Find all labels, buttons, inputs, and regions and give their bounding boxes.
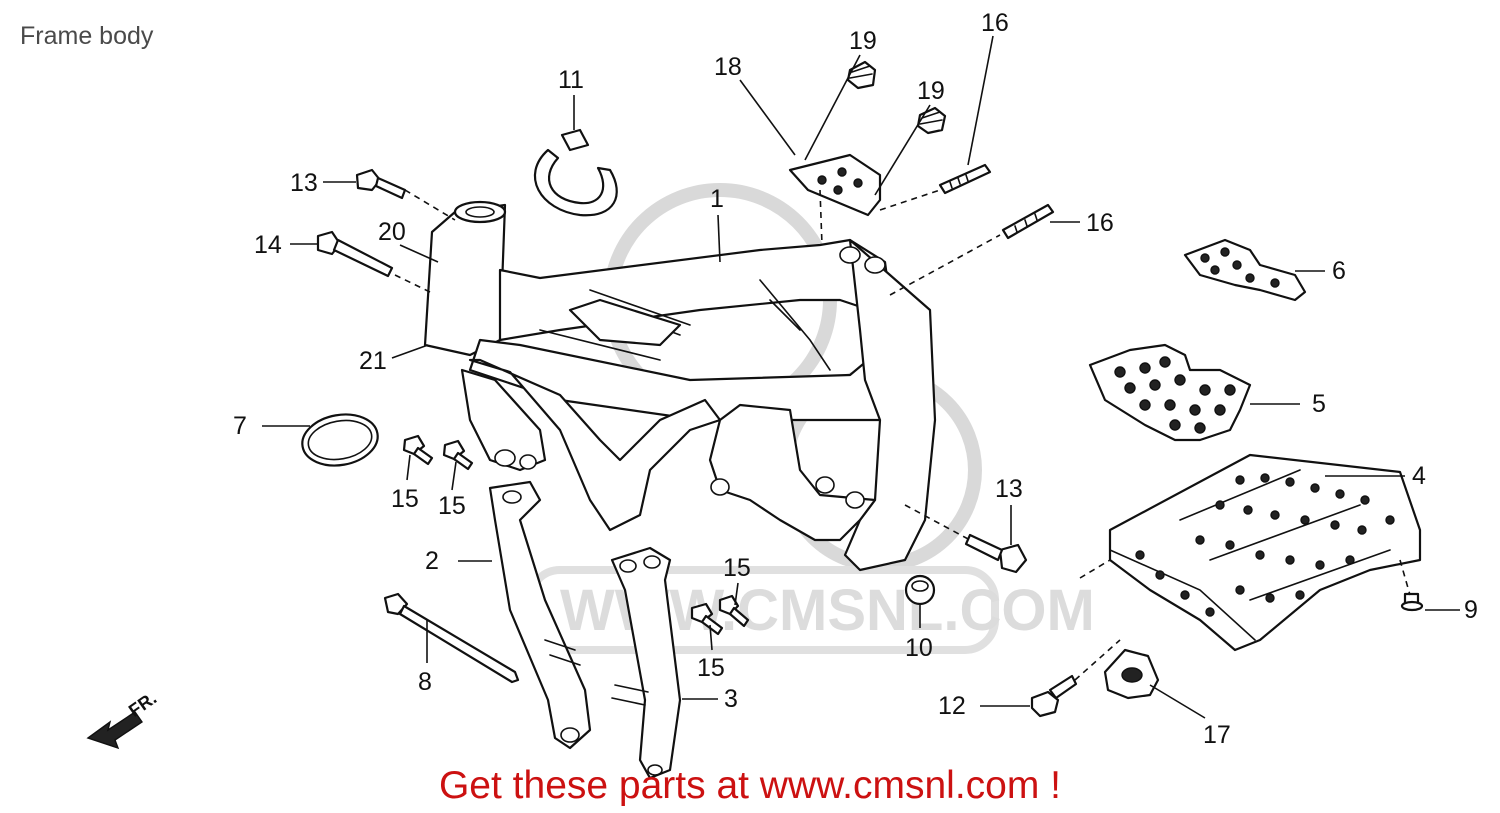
guard-17 [1103, 648, 1160, 700]
callout-20: 20 [378, 218, 406, 246]
callout-19-a: 19 [849, 27, 877, 55]
bolt-13-upper [355, 168, 407, 200]
callout-1: 1 [710, 185, 724, 213]
callout-2: 2 [425, 547, 439, 575]
leader-lines [262, 35, 1460, 719]
bolt-14 [316, 230, 394, 278]
band-11 [534, 128, 618, 217]
callout-8: 8 [418, 668, 432, 696]
callout-13-upper: 13 [290, 169, 318, 197]
plate-6 [1183, 238, 1307, 302]
callout-13-lower: 13 [995, 475, 1023, 503]
bracket-18 [788, 153, 882, 217]
callout-3: 3 [724, 685, 738, 713]
studs-16 [938, 163, 1055, 240]
band-7 [301, 413, 379, 467]
plate-5 [1088, 343, 1252, 442]
callout-7: 7 [233, 412, 247, 440]
callout-5: 5 [1312, 390, 1326, 418]
callout-19-b: 19 [917, 77, 945, 105]
bolt-12 [1030, 674, 1078, 718]
callout-21: 21 [359, 347, 387, 375]
bolt-9 [1400, 592, 1424, 612]
callout-18: 18 [714, 53, 742, 81]
callout-12: 12 [938, 692, 966, 720]
bracket-left [488, 480, 592, 750]
bracket-right [610, 546, 682, 780]
collar-10 [904, 574, 936, 606]
callout-15-d: 15 [697, 654, 725, 682]
callout-15-a: 15 [391, 485, 419, 513]
skid-plate [1108, 453, 1422, 652]
main-frame [423, 200, 937, 572]
callout-11: 11 [558, 66, 584, 94]
callout-9: 9 [1464, 596, 1478, 624]
callout-15-c: 15 [723, 554, 751, 582]
plate-5-holes [1114, 356, 1236, 434]
callout-labels: 1 2 3 4 5 6 7 8 9 10 11 12 13 13 14 15 1… [233, 9, 1478, 749]
bolt-13-lower [964, 533, 1028, 574]
callout-16-b: 16 [1086, 209, 1114, 237]
callout-10: 10 [905, 634, 933, 662]
callout-6: 6 [1332, 257, 1346, 285]
callout-14: 14 [254, 231, 282, 259]
page-title: Frame body [20, 22, 154, 50]
bolt-8 [383, 592, 520, 684]
promo-banner[interactable]: Get these parts at www.cmsnl.com ! [438, 764, 1062, 807]
callout-17: 17 [1203, 721, 1231, 749]
skid-plate-holes [1135, 473, 1395, 617]
front-direction-arrow: FR. [86, 688, 160, 750]
callout-16-a: 16 [981, 9, 1009, 37]
callout-4: 4 [1412, 462, 1426, 490]
bolts-15 [402, 434, 750, 636]
callout-15-b: 15 [438, 492, 466, 520]
